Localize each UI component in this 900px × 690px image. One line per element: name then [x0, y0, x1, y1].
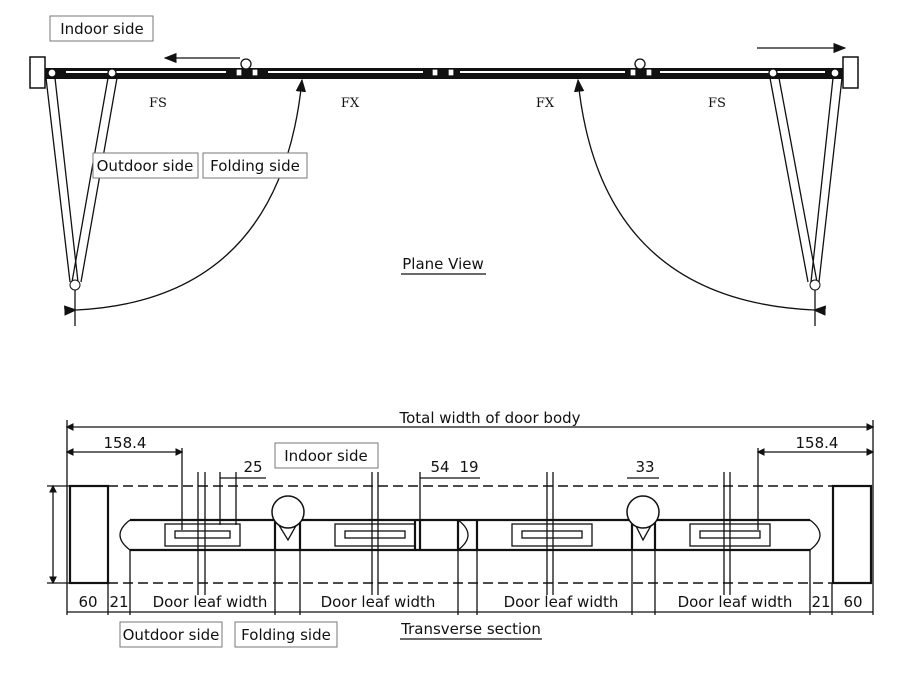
indoor-label-box [274, 442, 379, 469]
leaf-width-3: Door leaf width [504, 593, 619, 611]
folding-label-box [234, 621, 338, 648]
left-swing-arc [64, 78, 307, 316]
hinge-icons [47, 58, 840, 78]
outdoor-label-box [119, 621, 223, 648]
hinge-circle-right [626, 495, 660, 529]
dim-right-frame: 60 [843, 593, 862, 611]
indoor-side-label: Indoor side [60, 20, 143, 38]
outdoor-label-box [92, 152, 199, 179]
leaf-label-fx-left: FX [341, 96, 360, 111]
right-frame-block [831, 484, 873, 585]
leaf-center-lines [197, 472, 731, 595]
leaf-label-fx-right: FX [536, 96, 555, 111]
track-bar [45, 68, 843, 79]
hinge-circle-left [271, 495, 305, 529]
left-frame-block [68, 484, 110, 585]
indoor-side-label-section: Indoor side [284, 447, 367, 465]
total-width-label: Total width of door body [398, 409, 580, 427]
plane-view-title: Plane View [402, 255, 484, 273]
dim-left-frame: 60 [78, 593, 97, 611]
dim-right-offset: 158.4 [796, 434, 839, 452]
leaf-label-fs-right: FS [708, 96, 726, 111]
folding-label-box [202, 152, 308, 179]
dim-left-gap: 21 [109, 593, 128, 611]
dim-25: 25 [243, 458, 262, 476]
right-swing-arc [573, 78, 826, 316]
transverse-section-title: Transverse section [400, 620, 541, 638]
folding-side-label-section: Folding side [241, 626, 331, 644]
left-folded-leaves [45, 77, 118, 326]
right-folded-leaves [769, 77, 843, 326]
transverse-section: Total width of door body 158.4 158.4 25 … [47, 409, 875, 648]
outdoor-side-label-section: Outdoor side [123, 626, 220, 644]
profile-band [119, 518, 821, 552]
dim-19: 19 [459, 458, 478, 476]
outdoor-side-label: Outdoor side [97, 157, 194, 175]
folding-side-label: Folding side [210, 157, 300, 175]
leaf-width-1: Door leaf width [153, 593, 268, 611]
leaf-width-2: Door leaf width [321, 593, 436, 611]
dim-54: 54 [430, 458, 449, 476]
leaf-label-fs-left: FS [149, 96, 167, 111]
dim-right-gap: 21 [811, 593, 830, 611]
right-wall-block [842, 56, 859, 89]
dim-33: 33 [635, 458, 654, 476]
dim-left-offset: 158.4 [104, 434, 147, 452]
left-wall-block [29, 56, 46, 89]
plane-view: Indoor side FS FX FX FS [29, 15, 859, 326]
indoor-label-box [49, 15, 154, 42]
leaf-width-4: Door leaf width [678, 593, 793, 611]
bottom-dimension-lines [67, 550, 873, 615]
